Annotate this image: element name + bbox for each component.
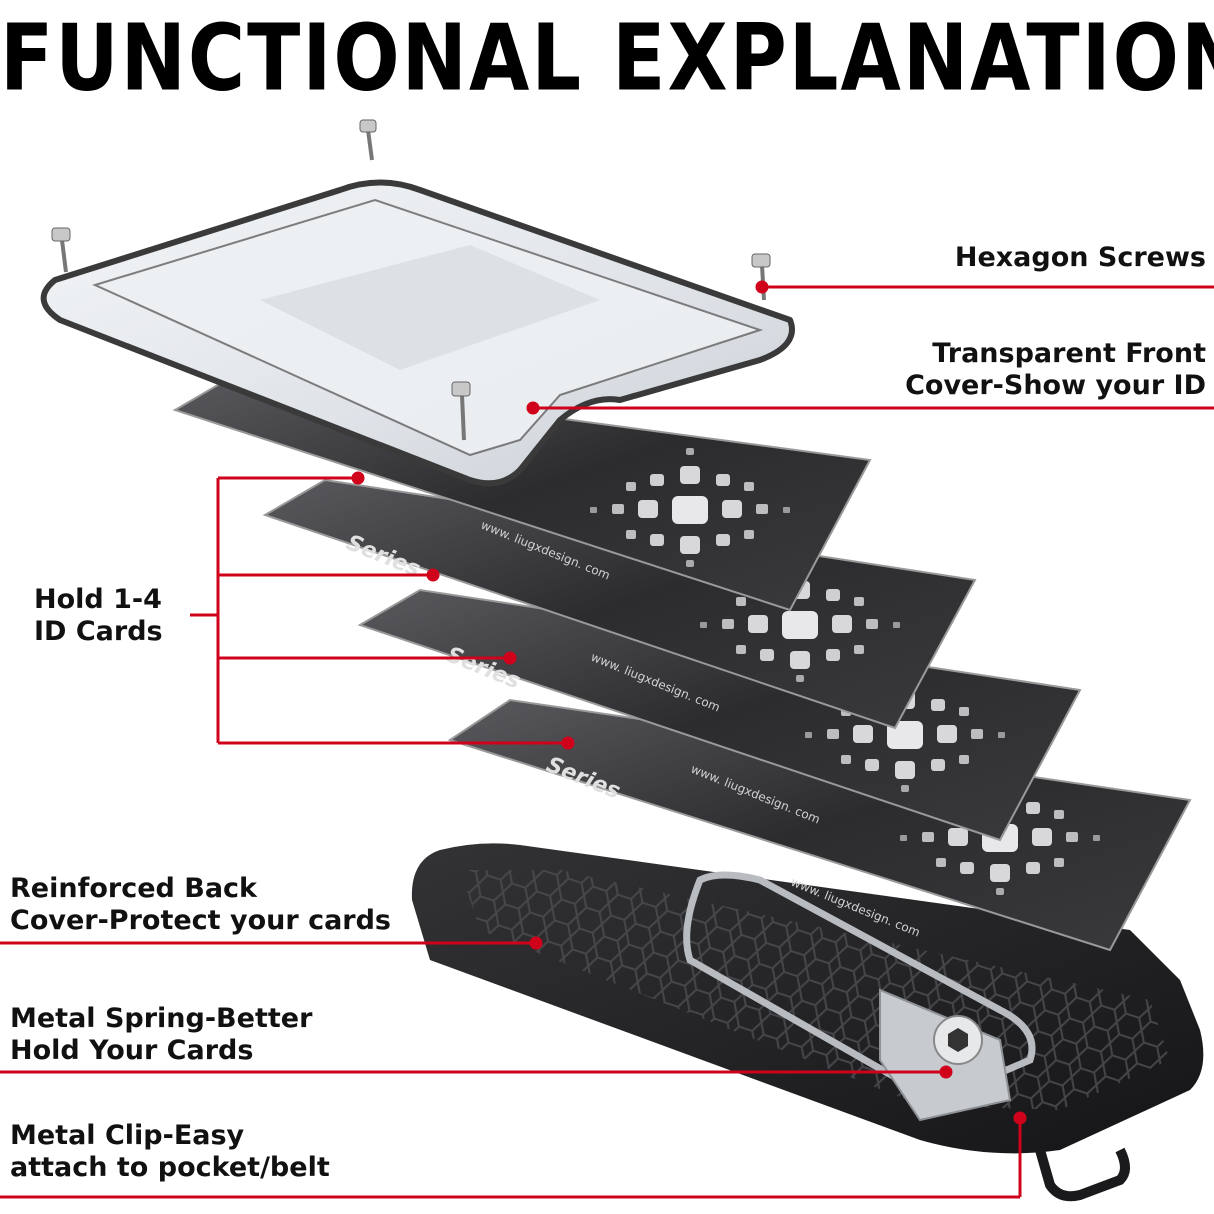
- hexagon-screw-left: [51, 227, 71, 273]
- card-3: [357, 588, 1082, 842]
- label-metal-spring: Metal Spring-Better Hold Your Cards: [10, 1003, 313, 1066]
- spring-screw: [933, 1015, 983, 1065]
- leader-lines: [0, 280, 1214, 1199]
- transparent-front-cover: [40, 179, 795, 487]
- label-hexagon-screws: Hexagon Screws: [954, 242, 1206, 273]
- page-title: FUNCTIONAL EXPLANATION: [0, 5, 1214, 113]
- hexagon-screw-bottom: [451, 381, 471, 441]
- label-metal-clip: Metal Clip-Easy attach to pocket/belt: [10, 1120, 330, 1183]
- hexagon-screw-top: [359, 119, 377, 161]
- label-front-cover: Transparent Front Cover-Show your ID: [905, 338, 1206, 401]
- card-4: [447, 698, 1192, 952]
- card-2: [262, 478, 977, 730]
- label-hold-cards: Hold 1-4 ID Cards: [34, 584, 163, 647]
- label-back-cover: Reinforced Back Cover-Protect your cards: [10, 873, 392, 936]
